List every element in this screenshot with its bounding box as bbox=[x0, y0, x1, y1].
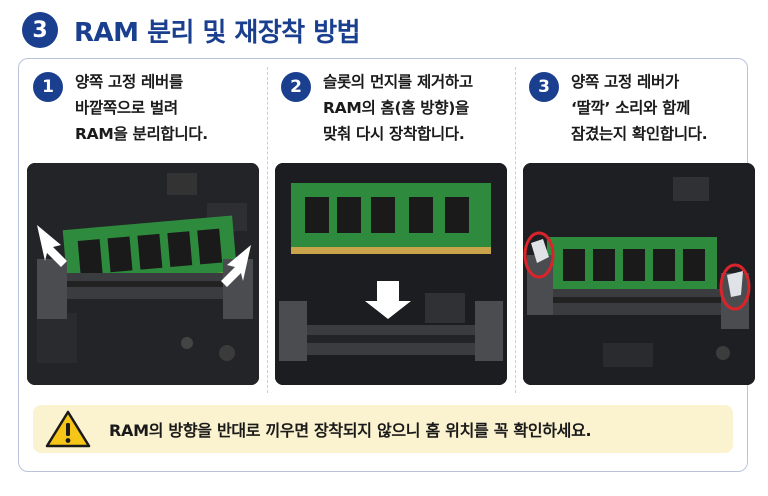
warning-text: RAM의 방향을 반대로 끼우면 장착되지 않으니 홈 위치를 꼭 확인하세요. bbox=[109, 421, 592, 440]
instruction-panel: 1 양쪽 고정 레버를 바깥쪽으로 벌려 RAM을 분리합니다. bbox=[18, 58, 755, 472]
step-3-line-1: 양쪽 고정 레버가 bbox=[571, 73, 679, 91]
step-2-line-1: 슬롯의 먼지를 제거하고 bbox=[323, 73, 473, 91]
step-2-number-badge: 2 bbox=[281, 72, 311, 102]
step-3-instruction: 양쪽 고정 레버가 ‘딸깍’ 소리와 함께 잠겼는지 확인합니다. bbox=[571, 69, 708, 147]
step-1-instruction: 양쪽 고정 레버를 바깥쪽으로 벌려 RAM을 분리합니다. bbox=[75, 69, 208, 147]
ram-locked-illustration bbox=[523, 163, 755, 385]
step-3-header: 3 양쪽 고정 레버가 ‘딸깍’ 소리와 함께 잠겼는지 확인합니다. bbox=[529, 69, 708, 147]
step-3-line-2: ‘딸깍’ 소리와 함께 bbox=[571, 99, 691, 117]
ram-removal-illustration bbox=[27, 163, 259, 385]
step-1-header: 1 양쪽 고정 레버를 바깥쪽으로 벌려 RAM을 분리합니다. bbox=[33, 69, 208, 147]
step-divider-2 bbox=[515, 67, 516, 393]
step-2-line-2: RAM의 홈(홈 방향)을 bbox=[323, 99, 469, 117]
step-1-line-1: 양쪽 고정 레버를 bbox=[75, 73, 183, 91]
warning-banner: RAM의 방향을 반대로 끼우면 장착되지 않으니 홈 위치를 꼭 확인하세요. bbox=[33, 405, 733, 453]
step-1-number-badge: 1 bbox=[33, 72, 63, 102]
step-3-number-badge: 3 bbox=[529, 72, 559, 102]
ram-insert-illustration bbox=[275, 163, 507, 385]
step-1: 1 양쪽 고정 레버를 바깥쪽으로 벌려 RAM을 분리합니다. bbox=[19, 59, 259, 389]
step-2-photo bbox=[275, 163, 507, 385]
section-header: 3 RAM 분리 및 재장착 방법 bbox=[22, 10, 361, 50]
warning-triangle-icon bbox=[45, 410, 91, 448]
section-title: RAM 분리 및 재장착 방법 bbox=[74, 17, 361, 48]
step-2-instruction: 슬롯의 먼지를 제거하고 RAM의 홈(홈 방향)을 맞춰 다시 장착합니다. bbox=[323, 69, 473, 147]
step-1-photo bbox=[27, 163, 259, 385]
step-3-line-3: 잠겼는지 확인합니다. bbox=[571, 125, 708, 143]
step-2-line-3: 맞춰 다시 장착합니다. bbox=[323, 125, 465, 143]
section-number-badge: 3 bbox=[22, 12, 58, 48]
step-3-photo bbox=[523, 163, 755, 385]
step-1-line-2: 바깥쪽으로 벌려 bbox=[75, 99, 178, 117]
step-3: 3 양쪽 고정 레버가 ‘딸깍’ 소리와 함께 잠겼는지 확인합니다. bbox=[515, 59, 755, 389]
step-2: 2 슬롯의 먼지를 제거하고 RAM의 홈(홈 방향)을 맞춰 다시 장착합니다… bbox=[267, 59, 507, 389]
step-divider-1 bbox=[267, 67, 268, 393]
step-1-line-3: RAM을 분리합니다. bbox=[75, 125, 208, 143]
step-2-header: 2 슬롯의 먼지를 제거하고 RAM의 홈(홈 방향)을 맞춰 다시 장착합니다… bbox=[281, 69, 473, 147]
